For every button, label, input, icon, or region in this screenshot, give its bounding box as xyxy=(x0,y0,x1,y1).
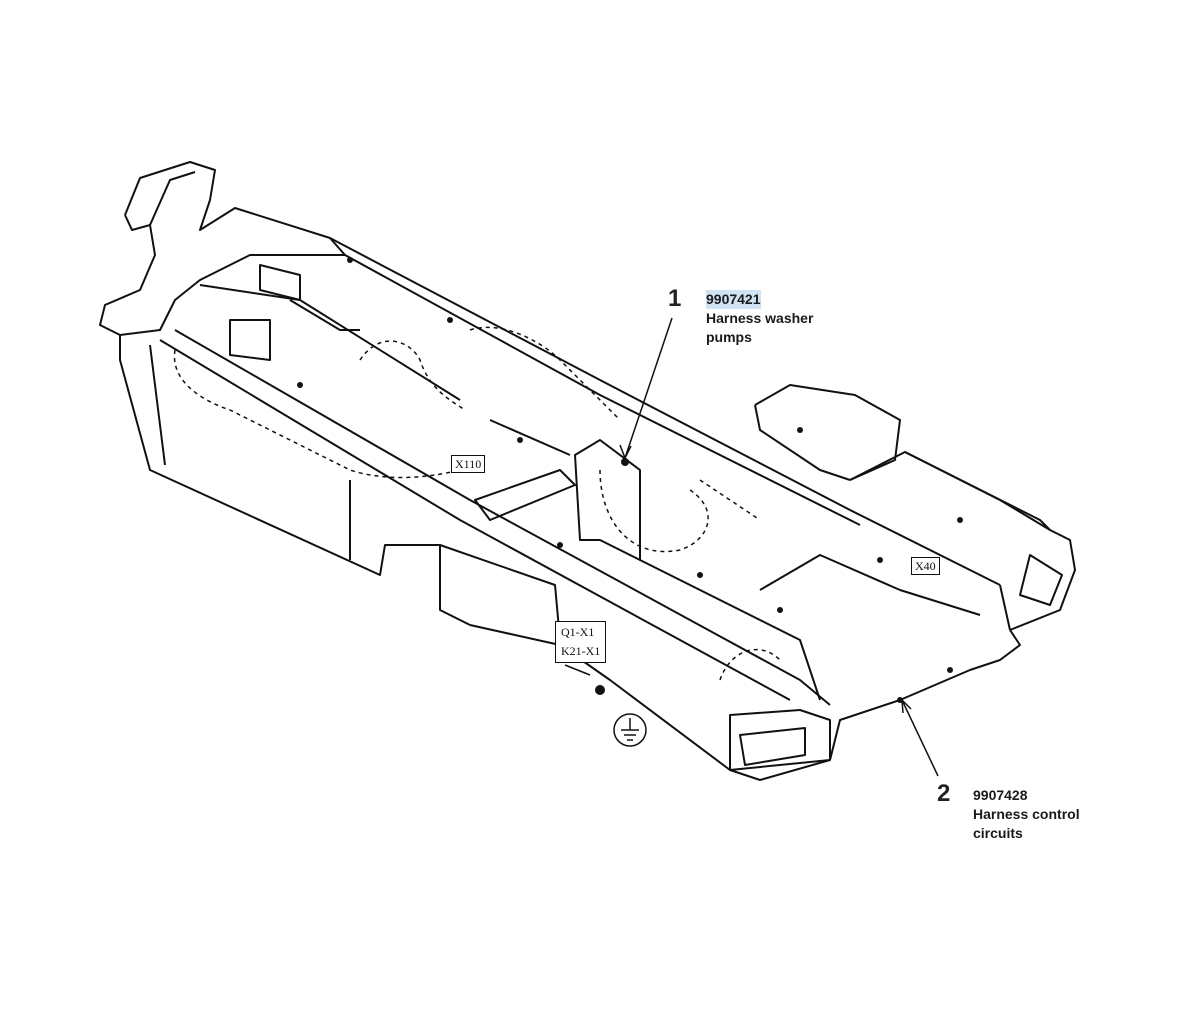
bolt-holes xyxy=(297,257,963,703)
connector-label-x40: X40 xyxy=(911,557,940,575)
harness-routes xyxy=(173,326,781,681)
callout-1-desc-line1: Harness washer xyxy=(706,310,814,326)
ground-icon xyxy=(613,713,647,747)
callout-2-desc-line2: circuits xyxy=(973,825,1023,841)
frame-outline xyxy=(99,161,1076,781)
leader-line-1 xyxy=(624,317,673,459)
connector-label-k21: K21-X1 xyxy=(561,644,601,658)
callout-number-1: 1 xyxy=(668,285,682,312)
connector-label-q1-k21: Q1-X1 K21-X1 xyxy=(555,621,607,663)
callout-2: 9907428 Harness control circuits xyxy=(973,786,1080,843)
leader-line-2 xyxy=(901,699,939,777)
callout-2-desc-line1: Harness control xyxy=(973,806,1080,822)
part-number-1[interactable]: 9907421 xyxy=(706,290,761,309)
part-number-2[interactable]: 9907428 xyxy=(973,787,1028,803)
connector-label-q1: Q1-X1 xyxy=(561,625,595,639)
connector-label-x110: X110 xyxy=(451,455,486,473)
leader-lines xyxy=(564,317,939,777)
callout-1-desc-line2: pumps xyxy=(706,329,752,345)
callout-1: 9907421 Harness washer pumps xyxy=(706,290,813,347)
callout-number-2: 2 xyxy=(937,780,951,807)
